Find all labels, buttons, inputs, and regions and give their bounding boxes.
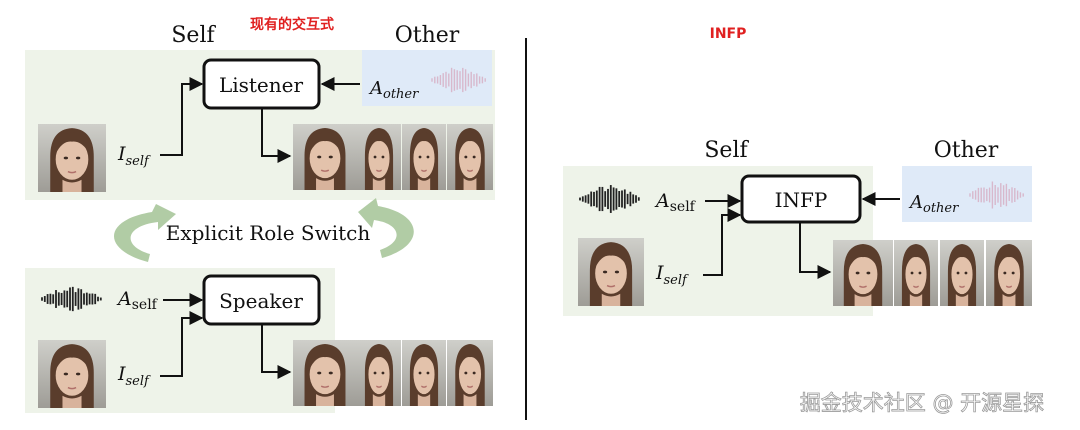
speaker-frame-1 bbox=[292, 339, 358, 407]
infp-frame-4 bbox=[985, 239, 1033, 307]
right-self-waveform-icon bbox=[579, 185, 640, 213]
left-a-self-label: Aself bbox=[116, 288, 159, 313]
arrow-infp-to-frames bbox=[799, 222, 832, 279]
role-switch-label: Explicit Role Switch bbox=[166, 221, 371, 245]
left-panel: Self 现有的交互式 Other Listener Aother Iself … bbox=[25, 16, 495, 413]
arrow-listener-to-frames bbox=[261, 108, 292, 163]
left-a-other-label: Aother bbox=[368, 78, 419, 102]
arrow-iself-to-speaker bbox=[160, 311, 204, 377]
listener-frame-4 bbox=[446, 123, 494, 191]
listener-label: Listener bbox=[219, 73, 304, 97]
listener-frame-1 bbox=[292, 123, 358, 191]
right-other-audio-bg bbox=[902, 166, 1032, 222]
right-a-self-label: Aself bbox=[654, 190, 697, 215]
left-self-label: Self bbox=[171, 23, 216, 48]
infp-frame-2 bbox=[893, 239, 939, 307]
self-waveform-icon bbox=[41, 286, 102, 312]
speaker-frame-3 bbox=[401, 339, 447, 407]
infp-box-label: INFP bbox=[775, 188, 828, 212]
listener-output-frames bbox=[292, 123, 494, 191]
speaker-output-frames bbox=[292, 339, 494, 407]
right-self-label: Self bbox=[704, 138, 749, 163]
right-i-self-label: Iself bbox=[655, 262, 689, 288]
right-other-waveform-icon bbox=[969, 181, 1024, 209]
arrow-right-iself-to-infp bbox=[703, 208, 742, 276]
right-title: INFP bbox=[710, 26, 747, 42]
infp-output-frames bbox=[832, 239, 1033, 307]
other-audio-bg bbox=[362, 50, 492, 106]
left-i-self-bottom-label: Iself bbox=[117, 363, 151, 389]
watermark: 掘金技术社区 @ 开源星探 bbox=[800, 391, 1044, 415]
role-switch-arrow-right-icon bbox=[358, 198, 414, 258]
arrow-speaker-to-frames bbox=[261, 324, 292, 379]
left-title-cn: 现有的交互式 bbox=[250, 16, 334, 33]
right-a-other-label: Aother bbox=[908, 192, 959, 216]
infp-frame-3 bbox=[939, 239, 985, 307]
arrow-iself-to-listener bbox=[160, 77, 204, 156]
speaker-frame-2 bbox=[356, 339, 402, 407]
right-other-label: Other bbox=[934, 138, 999, 163]
speaker-self-face-image bbox=[37, 339, 107, 409]
listener-frame-2 bbox=[356, 123, 402, 191]
speaker-frame-4 bbox=[446, 339, 494, 407]
right-panel: INFP Self Other Aself INFP Aother Iself bbox=[563, 26, 1033, 316]
left-other-label: Other bbox=[395, 23, 460, 48]
left-i-self-top-label: Iself bbox=[117, 143, 151, 169]
listener-self-face-image bbox=[37, 123, 107, 193]
speaker-label: Speaker bbox=[219, 289, 303, 313]
role-switch-arrow-left-icon bbox=[113, 204, 176, 262]
other-waveform-icon bbox=[431, 67, 486, 93]
right-self-face-image bbox=[577, 237, 645, 307]
listener-frame-3 bbox=[401, 123, 447, 191]
infp-frame-1 bbox=[832, 239, 894, 307]
